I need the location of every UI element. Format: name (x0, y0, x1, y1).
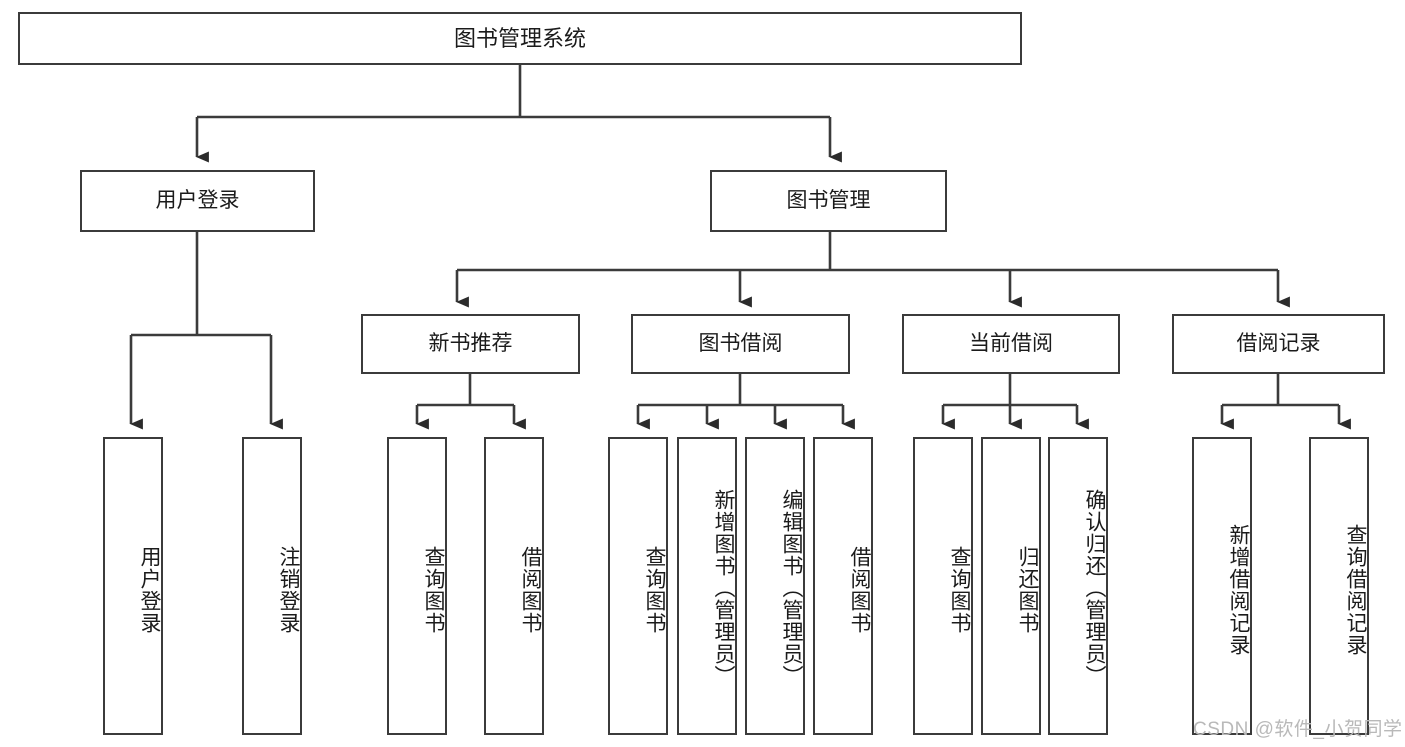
node-leaf-borrow-book-2[interactable]: 借阅图书 (813, 437, 873, 735)
node-leaf-query-book-1[interactable]: 查询图书 (387, 437, 447, 735)
node-leaf-confirm-return-label: 确认归还（管理员） (1083, 489, 1106, 687)
node-book-manage-label: 图书管理 (786, 188, 871, 212)
node-leaf-add-record-label: 新增借阅记录 (1227, 524, 1250, 656)
node-leaf-return-book-label: 归还图书 (1016, 546, 1039, 634)
node-borrow-record[interactable]: 借阅记录 (1172, 314, 1385, 374)
node-leaf-user-login-label: 用户登录 (138, 546, 161, 634)
node-leaf-return-book[interactable]: 归还图书 (981, 437, 1041, 735)
node-leaf-edit-book[interactable]: 编辑图书（管理员） (745, 437, 805, 735)
node-book-borrow[interactable]: 图书借阅 (631, 314, 850, 374)
node-leaf-query-record-label: 查询借阅记录 (1344, 524, 1367, 656)
node-leaf-query-book-3-label: 查询图书 (948, 546, 971, 634)
node-leaf-user-login[interactable]: 用户登录 (103, 437, 163, 735)
node-leaf-add-book[interactable]: 新增图书（管理员） (677, 437, 737, 735)
node-leaf-add-book-label: 新增图书（管理员） (712, 489, 735, 687)
node-leaf-logout-login-label: 注销登录 (277, 546, 300, 634)
node-leaf-query-book-2[interactable]: 查询图书 (608, 437, 668, 735)
node-current-borrow[interactable]: 当前借阅 (902, 314, 1120, 374)
node-book-borrow-label: 图书借阅 (698, 331, 783, 355)
node-leaf-query-book-2-label: 查询图书 (643, 546, 666, 634)
node-new-book-recommend-label: 新书推荐 (428, 331, 513, 355)
node-leaf-query-book-3[interactable]: 查询图书 (913, 437, 973, 735)
node-current-borrow-label: 当前借阅 (969, 331, 1053, 355)
node-leaf-add-record[interactable]: 新增借阅记录 (1192, 437, 1252, 735)
node-user-login[interactable]: 用户登录 (80, 170, 315, 232)
node-leaf-borrow-book-1-label: 借阅图书 (519, 546, 542, 634)
watermark: CSDN @软件_小贺同学 (1193, 719, 1403, 740)
node-root[interactable]: 图书管理系统 (18, 12, 1022, 65)
node-leaf-confirm-return[interactable]: 确认归还（管理员） (1048, 437, 1108, 735)
node-leaf-query-book-1-label: 查询图书 (422, 546, 445, 634)
node-user-login-label: 用户登录 (155, 188, 240, 212)
node-root-label: 图书管理系统 (453, 25, 586, 51)
node-leaf-borrow-book-2-label: 借阅图书 (848, 546, 871, 634)
node-new-book-recommend[interactable]: 新书推荐 (361, 314, 580, 374)
node-borrow-record-label: 借阅记录 (1236, 331, 1321, 355)
node-leaf-borrow-book-1[interactable]: 借阅图书 (484, 437, 544, 735)
node-book-manage[interactable]: 图书管理 (710, 170, 947, 232)
node-leaf-logout-login[interactable]: 注销登录 (242, 437, 302, 735)
node-leaf-query-record[interactable]: 查询借阅记录 (1309, 437, 1369, 735)
node-leaf-edit-book-label: 编辑图书（管理员） (780, 489, 803, 687)
